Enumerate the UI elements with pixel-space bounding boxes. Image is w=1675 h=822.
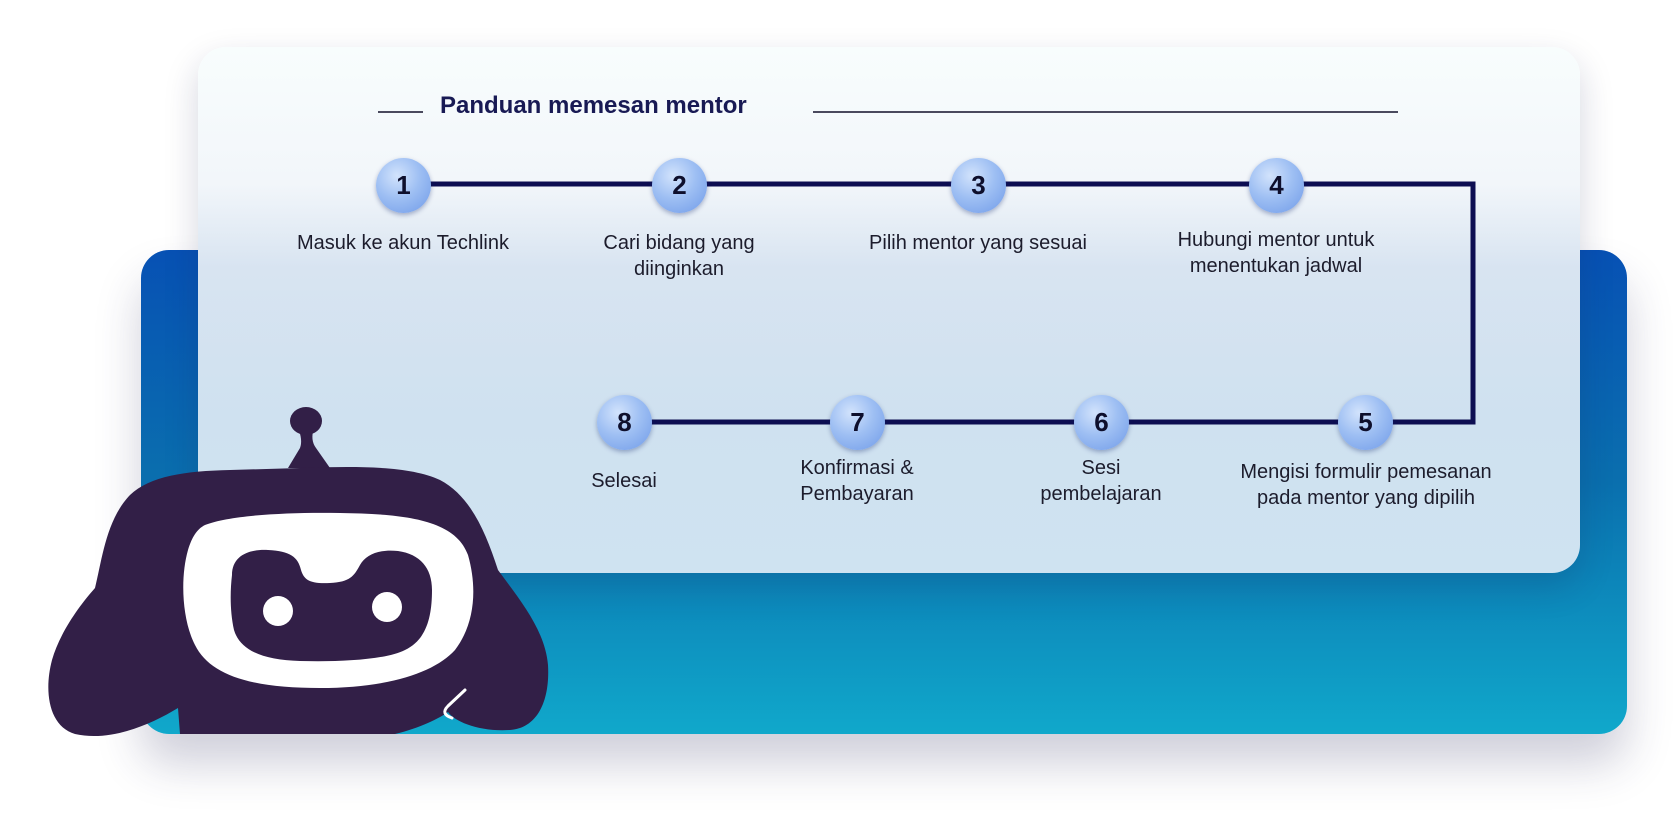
title-divider-right bbox=[813, 111, 1398, 113]
title-divider-left bbox=[378, 111, 423, 113]
step-8-circle: 8 bbox=[597, 395, 652, 450]
step-6-label: Sesi pembelajaran bbox=[1040, 457, 1162, 505]
step-5-circle: 5 bbox=[1338, 395, 1393, 450]
step-4-circle: 4 bbox=[1249, 158, 1304, 213]
step-7-circle: 7 bbox=[830, 395, 885, 450]
step-6-circle: 6 bbox=[1074, 395, 1129, 450]
step-4-label: Hubungi mentor untuk menentukan jadwal bbox=[1177, 229, 1375, 277]
step-3-label: Pilih mentor yang sesuai bbox=[869, 232, 1087, 254]
step-1-label: Masuk ke akun Techlink bbox=[297, 232, 509, 254]
step-7-label: Konfirmasi & Pembayaran bbox=[800, 457, 914, 505]
step-5-label: Mengisi formulir pemesanan pada mentor y… bbox=[1240, 461, 1492, 509]
step-2-circle: 2 bbox=[652, 158, 707, 213]
step-3-circle: 3 bbox=[951, 158, 1006, 213]
guide-title: Panduan memesan mentor bbox=[440, 92, 747, 119]
step-2-label: Cari bidang yang diinginkan bbox=[603, 232, 755, 280]
step-8-label: Selesai bbox=[591, 470, 657, 492]
step-1-circle: 1 bbox=[376, 158, 431, 213]
